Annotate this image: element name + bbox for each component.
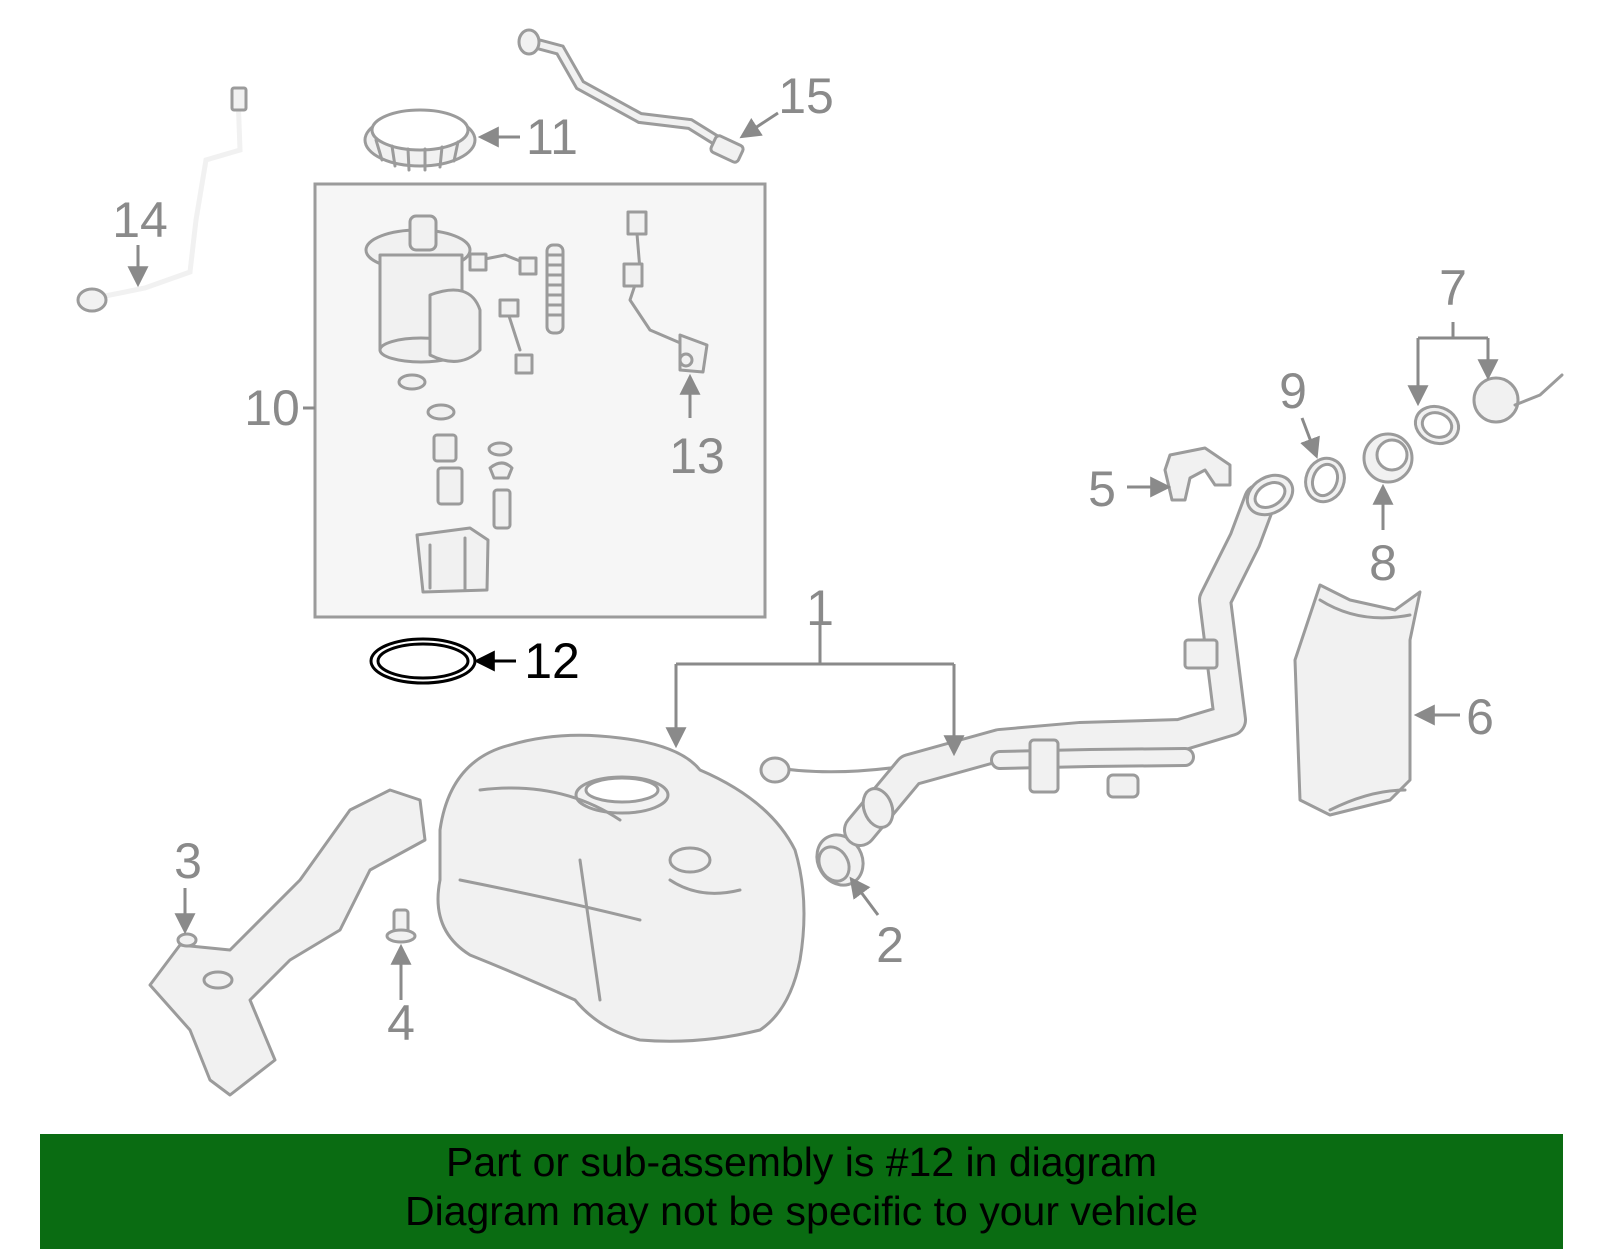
info-banner: Part or sub-assembly is #12 in diagram D… — [40, 1134, 1563, 1249]
part-12-gasket — [369, 637, 477, 685]
part-11-lock-ring — [363, 108, 477, 172]
callout-numbers: 1 2 3 4 5 6 7 8 9 10 11 12 13 14 15 — [112, 68, 1494, 1051]
filler-pipe-assembly — [759, 473, 1295, 847]
callout-12: 12 — [524, 633, 580, 689]
part-8-retainer — [1362, 432, 1414, 484]
callout-10: 10 — [244, 380, 300, 436]
part-1-fuel-tank — [436, 733, 806, 1043]
callout-13: 13 — [669, 428, 725, 484]
callout-14: 14 — [112, 192, 168, 248]
callout-7: 7 — [1439, 260, 1467, 316]
part-10-fuel-pump-module-box — [313, 182, 767, 619]
banner-line-2: Diagram may not be specific to your vehi… — [404, 1188, 1198, 1234]
callout-1: 1 — [806, 580, 834, 636]
part-6-shield — [1293, 583, 1422, 817]
callout-9: 9 — [1279, 363, 1307, 419]
part-15-hose — [517, 28, 745, 164]
callout-15: 15 — [778, 68, 834, 124]
callout-6: 6 — [1466, 689, 1494, 745]
part-5-bracket — [1163, 446, 1232, 502]
part-9-snap-ring — [1304, 456, 1346, 504]
part-4-clip — [385, 908, 417, 944]
leader-lines — [127, 111, 1499, 1000]
fuel-system-diagram: 1 2 3 4 5 6 7 8 9 10 11 12 13 14 15 — [76, 28, 1564, 1097]
part-14-hose — [76, 86, 248, 313]
callout-2: 2 — [876, 917, 904, 973]
banner-line-1: Part or sub-assembly is #12 in diagram — [446, 1139, 1157, 1185]
callout-8: 8 — [1369, 535, 1397, 591]
callout-3: 3 — [174, 833, 202, 889]
callout-11: 11 — [526, 109, 578, 165]
callout-5: 5 — [1088, 461, 1116, 517]
callout-4: 4 — [387, 995, 415, 1051]
part-7-fuel-cap — [1413, 373, 1564, 446]
part-3-heat-shield — [148, 788, 427, 1097]
